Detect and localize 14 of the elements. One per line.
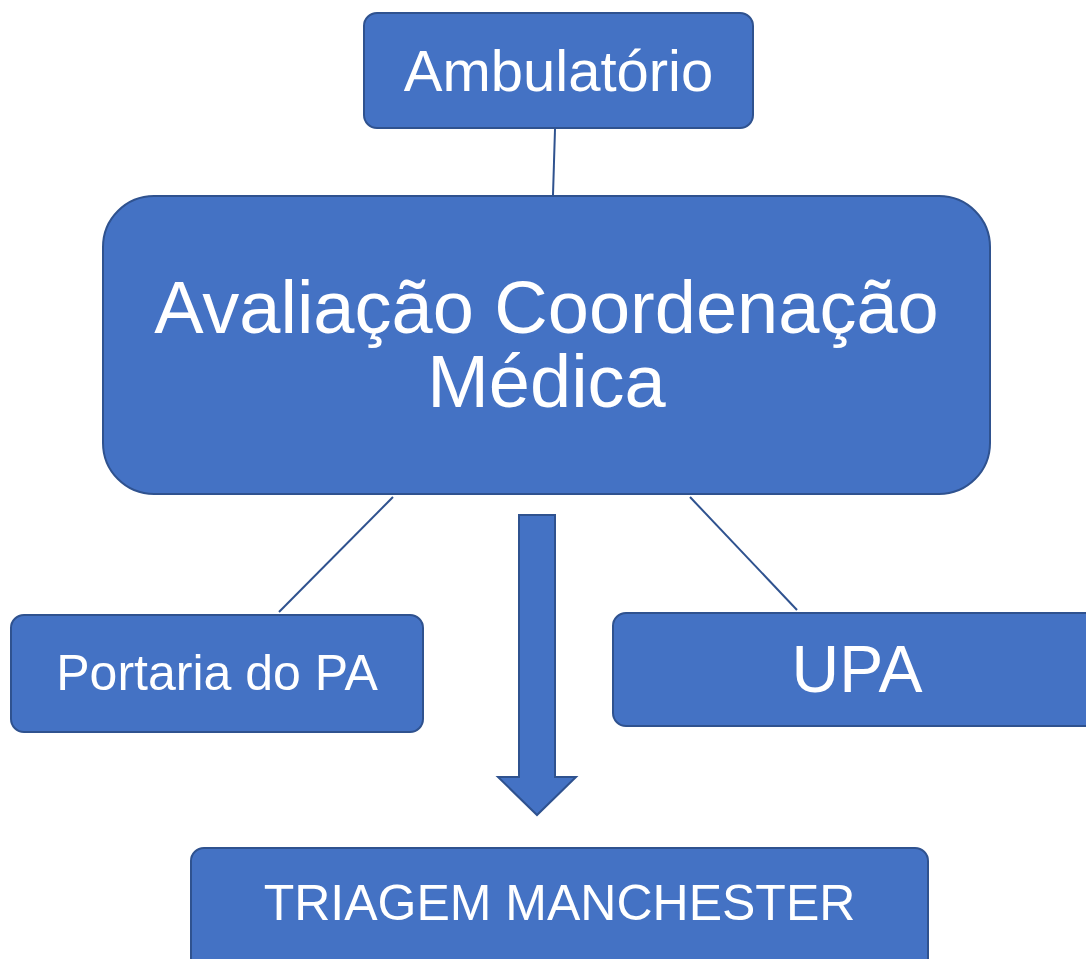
- connector-line: [278, 496, 394, 613]
- process-box: [190, 847, 929, 959]
- connector-line: [689, 496, 798, 611]
- box-label: Ambulatório: [403, 38, 714, 103]
- process-box: [612, 612, 1086, 727]
- process-box: [10, 614, 424, 733]
- block-arrow: [495, 514, 579, 817]
- process-box: [363, 12, 754, 129]
- connector-line: [552, 128, 556, 196]
- box-label: TRIAGEM MANCHESTER: [263, 875, 856, 931]
- box-label: Avaliação Coordenação Médica: [153, 271, 940, 419]
- process-box: [102, 195, 991, 495]
- box-label: Portaria do PA: [56, 646, 378, 701]
- box-label: UPA: [791, 633, 923, 706]
